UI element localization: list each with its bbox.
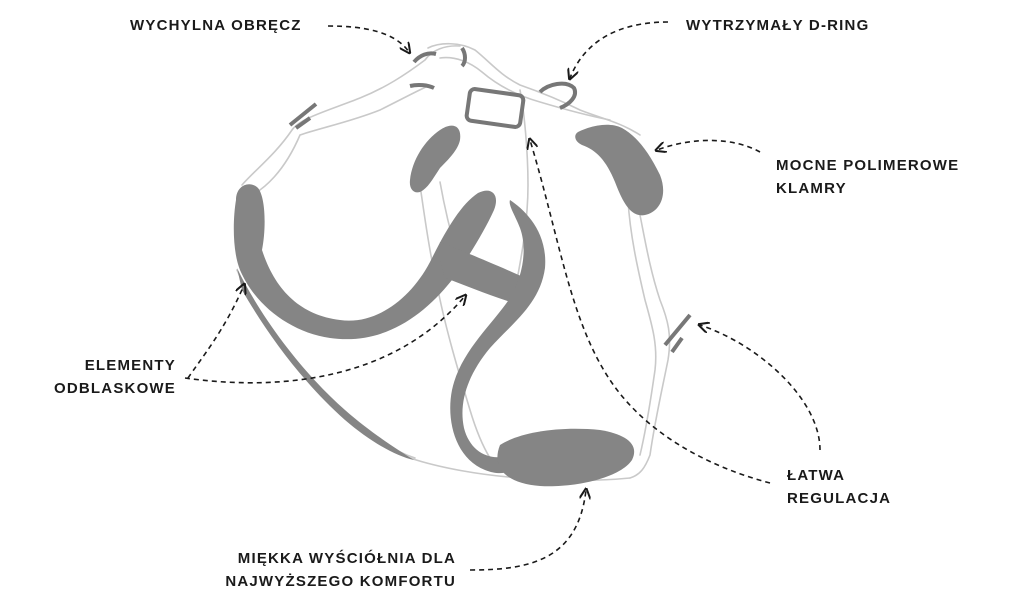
callout-arrows xyxy=(184,21,821,571)
label-padding-line1: MIĘKKA WYŚCIÓŁNIA DLA xyxy=(237,550,456,567)
arrow-padding xyxy=(469,490,586,571)
arrow-reflective-right xyxy=(184,296,465,384)
arrow-d-ring xyxy=(570,21,669,78)
label-tilting-ring-text: WYCHYLNA OBRĘCZ xyxy=(130,17,302,34)
hardware xyxy=(288,46,692,354)
label-buckles-line2: KLAMRY xyxy=(776,180,847,197)
arrow-adjustment-slider xyxy=(700,325,821,451)
label-d-ring: WYTRZYMAŁY D-RING xyxy=(686,14,869,37)
arrow-tilting-ring xyxy=(327,25,409,52)
label-d-ring-text: WYTRZYMAŁY D-RING xyxy=(686,17,870,34)
padded-parts xyxy=(233,124,664,487)
arrow-adjustment-strap xyxy=(530,140,771,484)
label-reflective: ELEMENTY ODBLASKOWE xyxy=(44,354,176,400)
label-reflective-line1: ELEMENTY xyxy=(84,357,176,374)
label-reflective-line2: ODBLASKOWE xyxy=(54,380,176,397)
label-adjustment-line2: REGULACJA xyxy=(787,490,892,507)
label-tilting-ring: WYCHYLNA OBRĘCZ xyxy=(130,14,302,37)
label-buckles-line1: MOCNE POLIMEROWE xyxy=(776,157,960,174)
label-adjustment: ŁATWA REGULACJA xyxy=(787,464,891,510)
label-padding-line2: NAJWYŻSZEGO KOMFORTU xyxy=(225,573,456,590)
label-padding: MIĘKKA WYŚCIÓŁNIA DLA NAJWYŻSZEGO KOMFOR… xyxy=(206,547,456,593)
label-buckles: MOCNE POLIMEROWE KLAMRY xyxy=(776,154,959,200)
arrow-reflective-left xyxy=(187,285,244,379)
label-adjustment-line1: ŁATWA xyxy=(787,467,846,484)
arrow-buckles xyxy=(657,139,761,152)
